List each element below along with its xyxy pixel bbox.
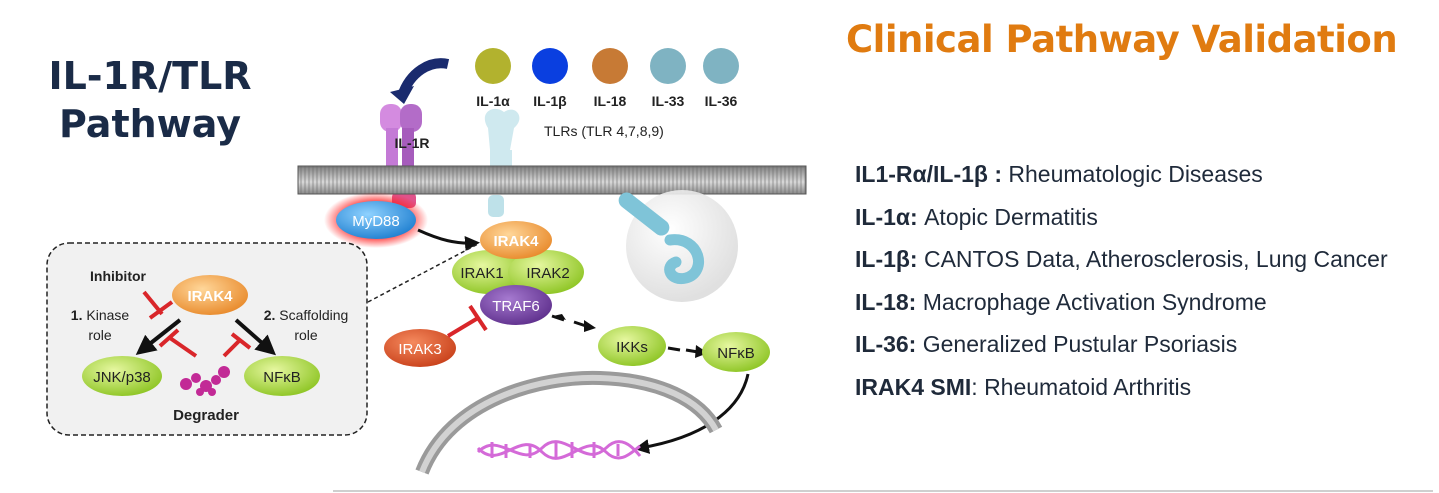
- irak3-inhibit-bar: [468, 304, 488, 332]
- clinical-term: IL-36:: [855, 331, 917, 357]
- irak4-label: IRAK4: [493, 233, 539, 250]
- inset-jnk-node: [82, 356, 162, 396]
- ligand-label: IL-1β: [533, 93, 567, 109]
- nfkb-node: [702, 332, 770, 372]
- inset-jnk-label: JNK/p38: [93, 369, 151, 386]
- irak2-node: [508, 250, 584, 294]
- inset-irak4-label: IRAK4: [187, 288, 233, 305]
- footer-divider: [333, 490, 1433, 492]
- clinical-desc: : Rheumatoid Arthritis: [971, 373, 1192, 400]
- scaffolding-role-label-2: role: [294, 327, 318, 343]
- nfkb-label: NFκB: [717, 345, 755, 362]
- nuclear-envelope-inner: [419, 374, 719, 474]
- kinase-role-label: 1. Kinase: [71, 307, 130, 323]
- ligand-ball: [703, 48, 739, 84]
- inset-inhibitor-label: Inhibitor: [90, 268, 147, 284]
- pathway-title-line1: IL-1R/TLR: [48, 54, 252, 98]
- ligand-ball: [475, 48, 511, 84]
- dna-helix-icon: [476, 440, 642, 460]
- scaffolding-role-label: 2. Scaffolding: [264, 307, 349, 323]
- cell-membrane: [298, 166, 806, 194]
- clinical-term: IL-1α:: [855, 203, 918, 230]
- inset-irak4-node: [172, 275, 248, 315]
- ikks-node: [598, 326, 666, 366]
- degrader-inhibit-left-line: [168, 336, 198, 358]
- ikks-label: IKKs: [616, 339, 648, 356]
- myd88-label: MyD88: [352, 213, 400, 230]
- clinical-term: IRAK4 SMI: [855, 373, 972, 400]
- irak2-label: IRAK2: [526, 265, 569, 282]
- tlr-receptor: [484, 108, 520, 217]
- inset-nfkb-node: [244, 356, 320, 396]
- tlrs-label: TLRs (TLR 4,7,8,9): [544, 123, 664, 139]
- clinical-item: IL-1β: CANTOS Data, Atherosclerosis, Lun…: [855, 238, 1388, 281]
- clinical-term: IL1-Rα/IL-1β :: [855, 161, 1003, 187]
- il1r-label: IL-1R: [395, 135, 430, 151]
- il1r-receptor: [380, 104, 422, 208]
- myd88-to-irak4-arrow: [417, 228, 480, 251]
- scaffolding-arrow: [234, 318, 276, 356]
- clinical-desc: Atopic Dermatitis: [917, 203, 1098, 230]
- ligand-label: IL-33: [652, 93, 685, 109]
- ligand-ball: [532, 48, 568, 84]
- irak4-node: [480, 221, 552, 259]
- degrader-inhibit-right-bar: [230, 332, 252, 350]
- ligand-ball: [650, 48, 686, 84]
- kinase-arrow: [135, 318, 182, 355]
- membrane-edge: [297, 165, 807, 195]
- endosomal-tlr-icon: [618, 192, 704, 285]
- myd88-node: [336, 201, 416, 239]
- clinical-desc: Generalized Pustular Psoriasis: [916, 331, 1238, 357]
- clinical-item: IRAK4 SMI: Rheumatoid Arthritis: [855, 366, 1388, 409]
- irak3-label: IRAK3: [398, 341, 441, 358]
- ligand-ball: [592, 48, 628, 84]
- ligand-label: IL-36: [705, 93, 738, 109]
- irak1-node: [452, 250, 528, 294]
- inset-nfkb-label: NFκB: [263, 369, 301, 386]
- traf6-node: [480, 285, 552, 325]
- clinical-item: IL-1α: Atopic Dermatitis: [855, 196, 1388, 239]
- irak1-label: IRAK1: [460, 265, 503, 282]
- pathway-title-line2: Pathway: [58, 102, 242, 146]
- traf6-label: TRAF6: [492, 298, 540, 315]
- ligand-binding-arrowhead: [390, 86, 414, 104]
- clinical-term: IL-18:: [855, 288, 917, 315]
- irak3-node: [384, 329, 456, 367]
- kinase-role-label-2: role: [88, 327, 112, 343]
- degrader-inhibit-left-bar: [158, 328, 180, 348]
- degrader-inhibit-right-line: [222, 338, 242, 358]
- clinical-heading: Clinical Pathway Validation: [846, 18, 1398, 61]
- clinical-item: IL1-Rα/IL-1β : Rheumatologic Diseases: [855, 153, 1388, 196]
- clinical-desc: CANTOS Data, Atherosclerosis, Lung Cance…: [917, 246, 1388, 272]
- clinical-desc: Rheumatologic Diseases: [1002, 161, 1263, 187]
- ligand-group: IL-1α IL-1β IL-18 IL-33 IL-36: [475, 48, 739, 109]
- inhibitor-bar: [148, 300, 174, 320]
- ligand-label: IL-18: [594, 93, 627, 109]
- ikks-to-nfkb-arrow: [667, 345, 708, 358]
- clinical-item: IL-18: Macrophage Activation Syndrome: [855, 281, 1388, 324]
- irak3-inhibit-line: [446, 316, 480, 338]
- pathway-title: IL-1R/TLR Pathway: [30, 52, 270, 148]
- ligand-label: IL-1α: [476, 93, 510, 109]
- clinical-term: IL-1β:: [855, 246, 918, 272]
- clinical-desc: Macrophage Activation Syndrome: [916, 288, 1267, 315]
- inset-degrader-label: Degrader: [173, 407, 239, 424]
- clinical-item: IL-36: Generalized Pustular Psoriasis: [855, 323, 1388, 366]
- clinical-list: IL1-Rα/IL-1β : Rheumatologic Diseases IL…: [855, 153, 1388, 408]
- traf6-to-ikks-arrow: [551, 314, 596, 332]
- pathway-diagram: IL-1α IL-1β IL-18 IL-33 IL-36 IL-1R TLRs (TL…: [46, 48, 807, 475]
- degrader-molecule-icon: [180, 366, 230, 396]
